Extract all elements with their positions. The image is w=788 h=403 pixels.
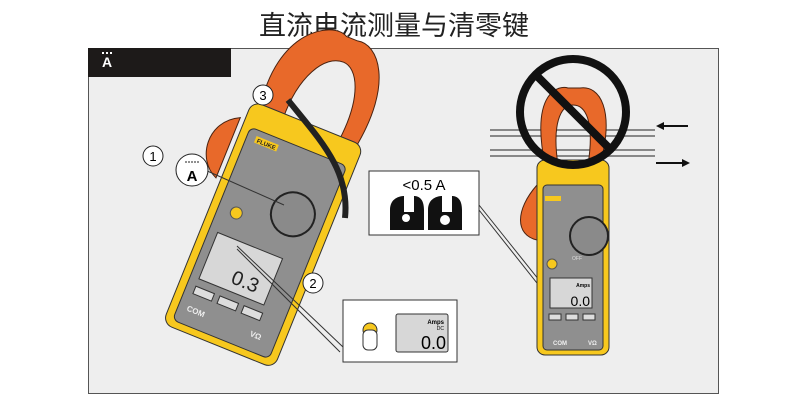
dial-symbol-bubble (175, 153, 209, 187)
zero-unit: Amps (427, 320, 444, 326)
off-label: OFF (572, 256, 582, 262)
right-lcd-reading: 0.0 (571, 293, 591, 309)
threshold-text: <0.5 A (403, 177, 446, 194)
v-terminal-label: VΩ (248, 329, 263, 342)
dial-symbol-text: A (187, 168, 198, 185)
left-clamp-meter: FLUKE 0.3 COM VΩ (165, 29, 380, 366)
callout-3 (252, 84, 274, 106)
callout-2 (302, 272, 324, 294)
right-com-label: COM (553, 341, 567, 347)
current-direction-arrows (656, 122, 690, 167)
right-clamp-meter: OFF Amps 0.0 COM VΩ (490, 86, 655, 356)
zero-key-box: Amps DC 0.0 (342, 299, 458, 363)
mode-tag: A (88, 48, 231, 77)
dc-amps-label: A (102, 52, 113, 70)
right-v-label: VΩ (588, 341, 597, 347)
callout-2-text: 2 (309, 276, 316, 291)
zero-reading: 0.0 (421, 333, 446, 353)
dc-wire (285, 98, 349, 219)
zero-unit-sub: DC (437, 326, 445, 332)
threshold-box: <0.5 A (368, 170, 480, 236)
callout-1 (142, 145, 164, 167)
callout-1-text: 1 (149, 149, 156, 164)
callout-3-text: 3 (259, 88, 266, 103)
right-unit: Amps (576, 283, 590, 289)
prohibited-icon (516, 55, 630, 169)
